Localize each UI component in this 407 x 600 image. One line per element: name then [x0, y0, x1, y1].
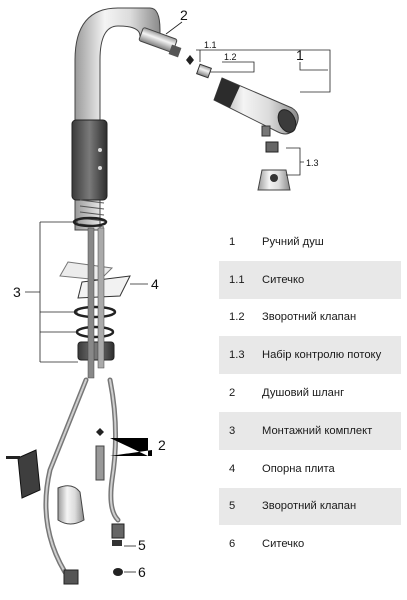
part-name: Зворотний клапан: [262, 311, 357, 324]
part-number: 1.1: [229, 273, 245, 286]
parts-row: 3 Монтажний комплект: [219, 411, 401, 450]
part-name: Ручний душ: [262, 235, 324, 248]
strainer-and-check-valve: [186, 55, 212, 79]
hose-connection-parts: [95, 428, 152, 481]
parts-row: 5 Зворотний клапан: [219, 487, 401, 526]
hand-shower: [213, 77, 299, 137]
part-name: Душовий шланг: [262, 387, 345, 400]
callout-lines-bottom: [124, 545, 136, 573]
bottom-check-valve: [111, 523, 125, 546]
parts-row: 4 Опорна плита: [219, 450, 401, 488]
part-name: Опорна плита: [262, 462, 335, 475]
shower-hose-connector: [138, 27, 182, 58]
part-name: Монтажний комплект: [262, 424, 373, 437]
callout-2-side: 2: [158, 437, 166, 453]
callout-2-top: 2: [180, 7, 188, 23]
part-name: Набір контролю потоку: [262, 349, 382, 362]
part-name: Ситечко: [262, 273, 305, 286]
parts-legend-table: 1 Ручний душ 1.1 Ситечко 1.2 Зворотний к…: [219, 223, 401, 563]
callout-1-1: 1.1: [204, 40, 217, 50]
parts-row: 1.1 Ситечко: [219, 260, 401, 299]
callout-4: 4: [151, 276, 159, 292]
part-name: Ситечко: [262, 538, 305, 551]
callout-1-3: 1.3: [306, 158, 319, 168]
bottom-strainer: [113, 568, 123, 576]
threaded-rods: [87, 227, 105, 379]
parts-row: 1.3 Набір контролю потоку: [219, 336, 401, 375]
callout-3: 3: [13, 284, 21, 300]
callout-1: 1: [296, 47, 304, 63]
faucet-spout: [71, 7, 161, 231]
hose-nut: [63, 569, 79, 585]
part-name: Зворотний клапан: [262, 500, 357, 513]
hose-weight: [6, 449, 85, 525]
supply-hoses: [43, 377, 121, 583]
callout-lines-top: [165, 21, 331, 176]
parts-row: 6 Ситечко: [219, 525, 401, 563]
callout-1-2: 1.2: [224, 52, 237, 62]
part-number: 2: [229, 387, 236, 400]
part-number: 1.2: [229, 311, 245, 324]
callout-6: 6: [138, 564, 146, 580]
part-number: 5: [229, 500, 236, 513]
callout-5: 5: [138, 537, 146, 553]
hose-spring: [79, 199, 105, 228]
part-number: 3: [229, 424, 236, 437]
parts-row: 1.2 Зворотний клапан: [219, 299, 401, 337]
part-number: 1: [229, 235, 236, 248]
part-number: 6: [229, 538, 236, 551]
flow-control-set: [257, 141, 291, 191]
callout-lines-3: [25, 221, 148, 363]
parts-row: 2 Душовий шланг: [219, 374, 401, 412]
parts-row: 1 Ручний душ: [219, 223, 401, 261]
part-number: 1.3: [229, 349, 245, 362]
part-number: 4: [229, 462, 236, 475]
